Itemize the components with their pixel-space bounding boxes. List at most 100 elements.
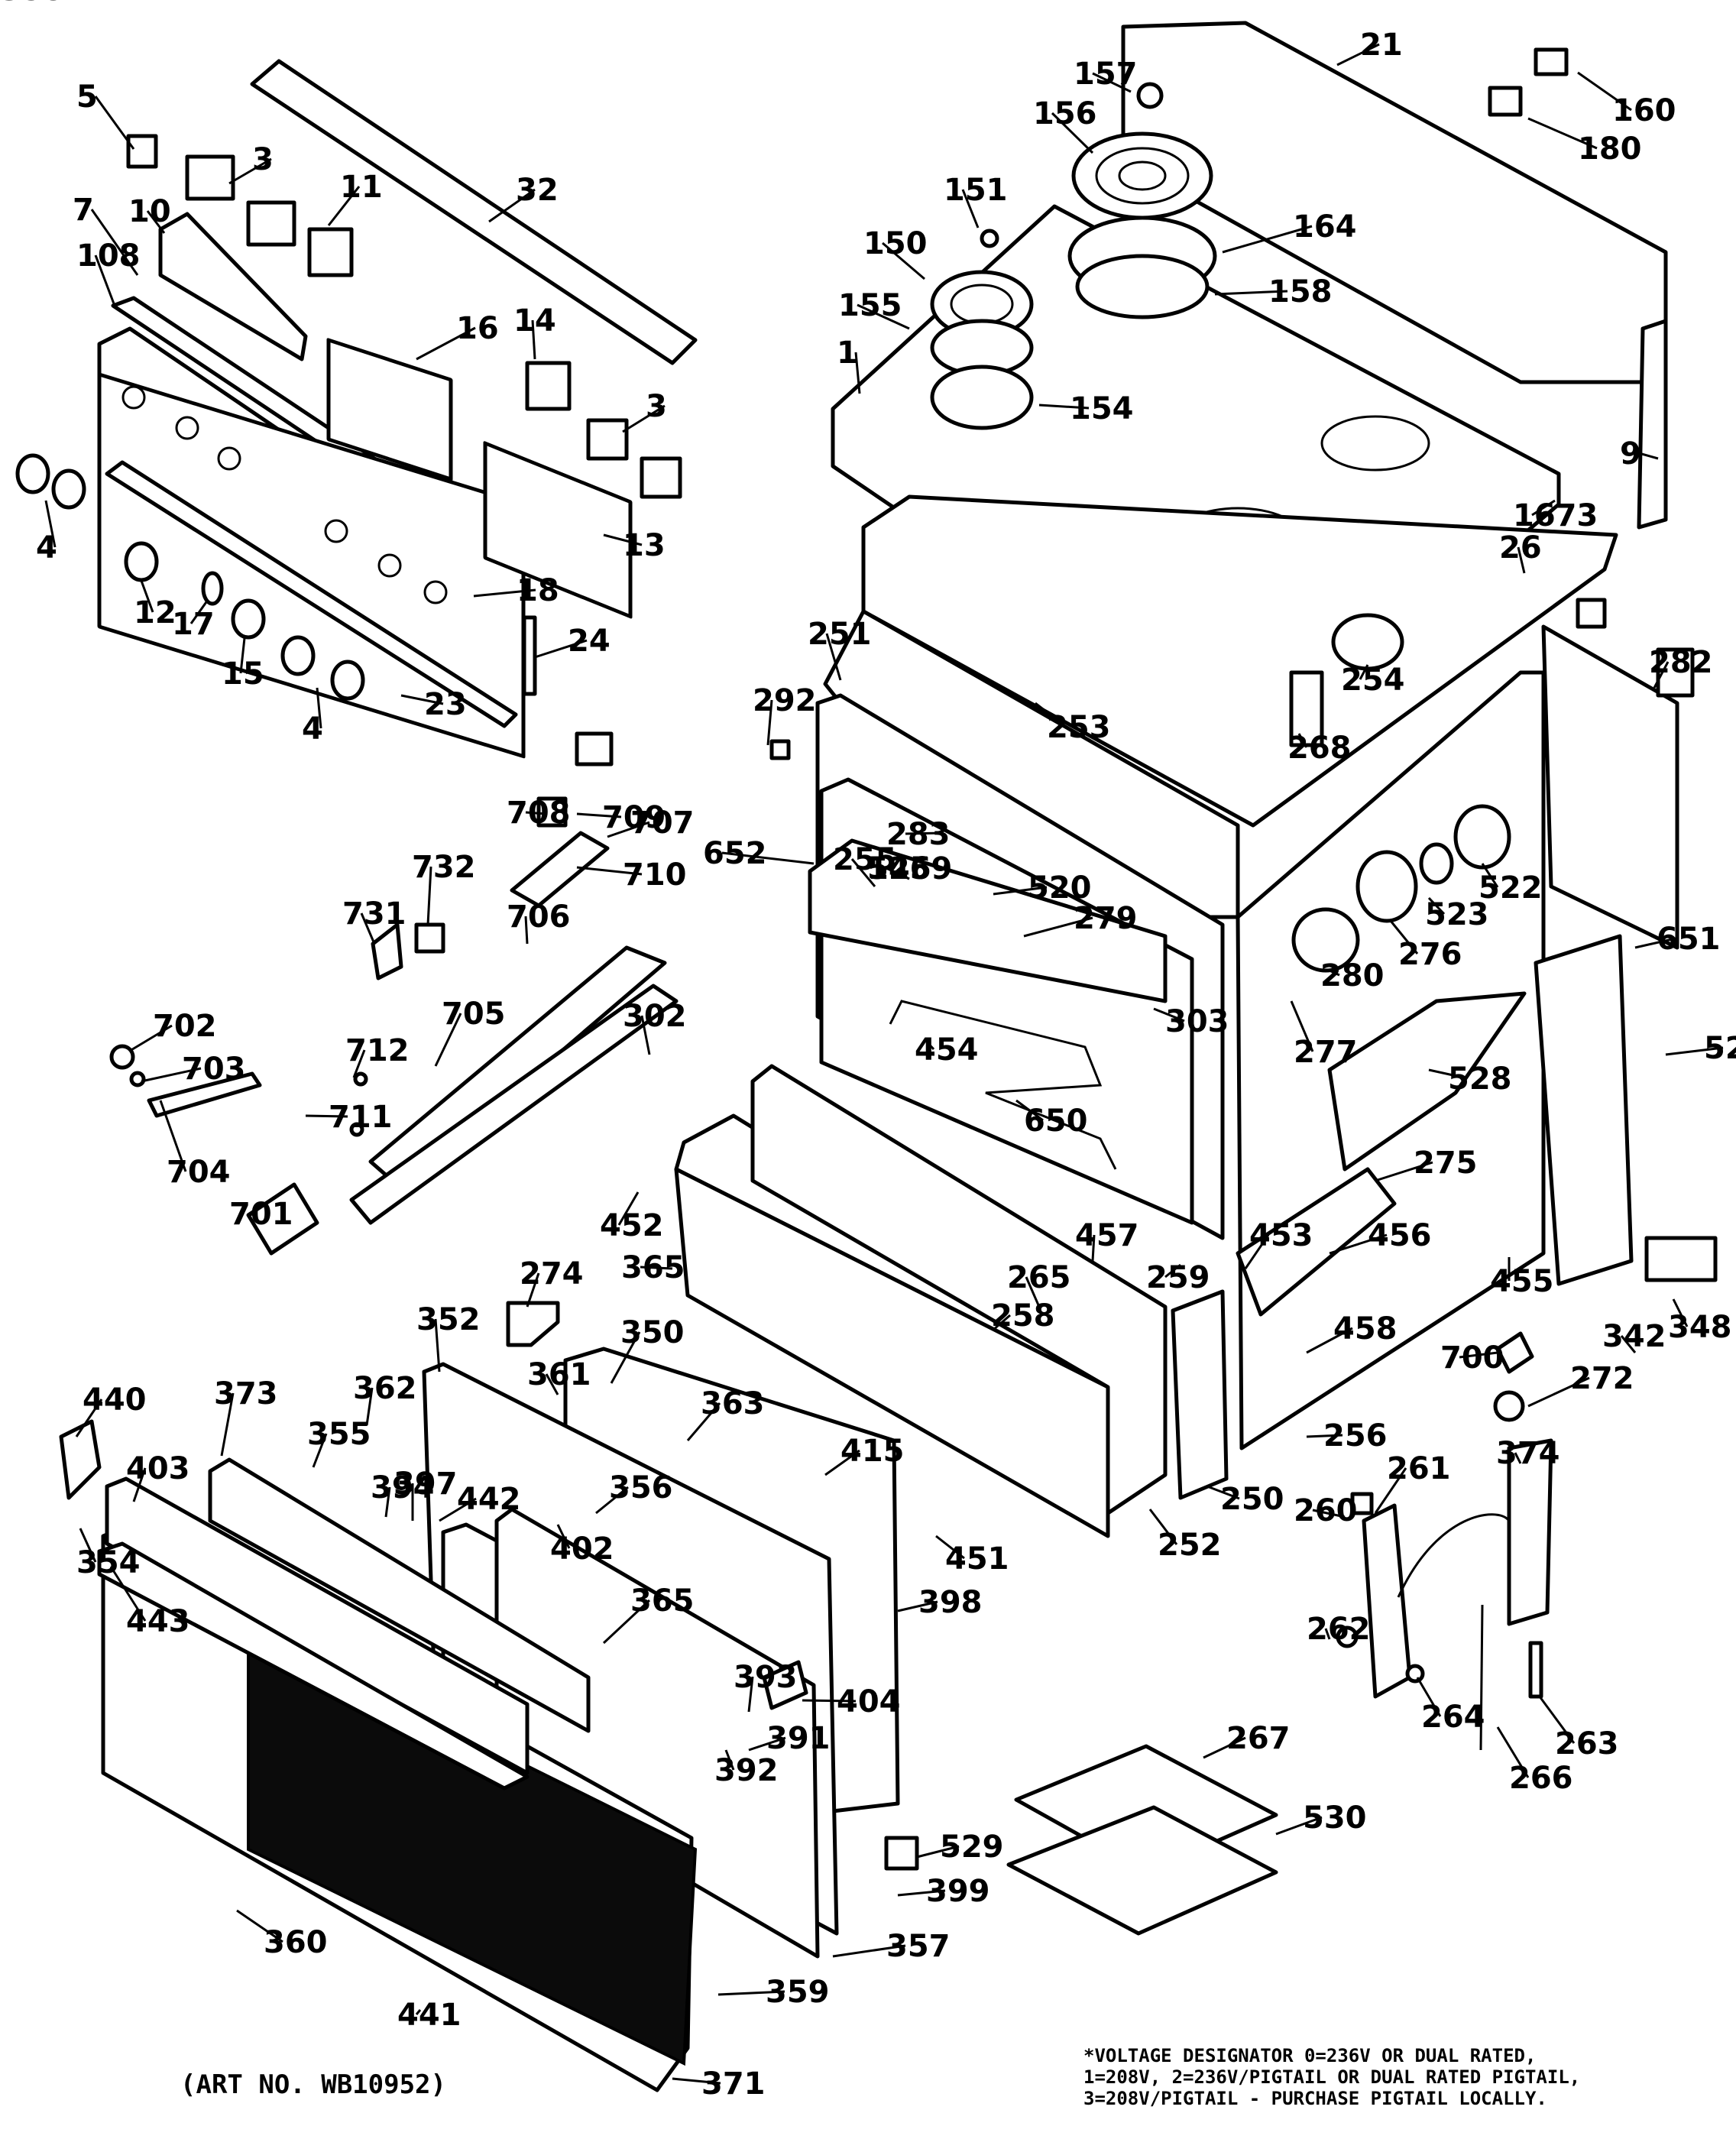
callout-leader <box>721 851 815 865</box>
callout-leader <box>717 1990 785 1996</box>
switch-3c <box>586 418 629 461</box>
callout-label: 13 <box>623 528 666 563</box>
callout-label: 354 <box>76 1545 141 1580</box>
panel-275 <box>1534 934 1634 1286</box>
callout-leader <box>1481 863 1499 888</box>
callout-leader <box>1459 1351 1498 1359</box>
control-panel-group <box>15 59 698 759</box>
callout-label: 160 <box>1612 93 1676 128</box>
callout-label: 402 <box>550 1531 614 1567</box>
callout-label: 397 <box>394 1467 458 1502</box>
switch-plate-10 <box>158 212 308 361</box>
callout-label: 17 <box>172 607 215 642</box>
callout-label: 5 <box>76 79 98 115</box>
callout-leader <box>748 1736 786 1752</box>
callout-leader <box>882 241 925 280</box>
callout-leader <box>556 1524 571 1549</box>
callout-label: 256 <box>1323 1418 1388 1454</box>
callout-leader <box>1222 225 1313 254</box>
callout-label: 404 <box>837 1684 901 1719</box>
callout-label: 521 <box>1704 1031 1736 1066</box>
callout-leader <box>640 1266 673 1270</box>
callout-label: 454 <box>915 1032 979 1068</box>
callout-leader <box>897 1889 946 1897</box>
callout-label: 108 <box>76 238 141 274</box>
callout-leader <box>1206 1485 1240 1500</box>
nut-703 <box>129 1071 146 1087</box>
callout-leader <box>1324 1628 1331 1640</box>
callout-label: 292 <box>753 683 817 718</box>
callout-leader <box>1374 1467 1407 1514</box>
burner-hole <box>1320 415 1430 472</box>
callout-label: 15 <box>222 656 264 692</box>
knob-157 <box>1136 82 1164 109</box>
callout-label: 530 <box>1303 1800 1367 1836</box>
callout-label: 365 <box>630 1583 695 1619</box>
callout-label: 252 <box>1158 1528 1222 1563</box>
callout-leader <box>1665 1046 1724 1056</box>
callout-leader <box>1527 1376 1590 1408</box>
callout-label: 373 <box>214 1376 278 1411</box>
callout-label: 3 <box>252 142 274 177</box>
callout-leader <box>1091 1234 1096 1262</box>
hinge-261 <box>1507 1438 1553 1626</box>
vent-268 <box>1289 670 1324 747</box>
callout-leader <box>802 1699 857 1703</box>
callout-leader <box>850 858 876 887</box>
callout-label: 11 <box>340 170 383 205</box>
callout-leader <box>1359 664 1369 680</box>
callout-leader <box>1038 404 1090 410</box>
callout-leader <box>488 188 536 223</box>
callout-leader <box>1164 1263 1181 1279</box>
callout-label: 443 <box>126 1604 190 1639</box>
callout-leader <box>316 687 322 729</box>
callout-label: 710 <box>623 857 687 893</box>
callout-label: 1 <box>837 335 858 371</box>
callout-label: 707 <box>630 805 695 841</box>
callout-leader <box>525 811 547 815</box>
callout-leader <box>1275 1816 1323 1836</box>
callout-leader <box>825 633 842 681</box>
screw-263 <box>1405 1664 1425 1684</box>
callout-label: 157 <box>1074 57 1138 92</box>
callout-leader <box>1297 733 1308 748</box>
callout-label: 394 <box>371 1470 435 1505</box>
switch-3d <box>640 456 682 499</box>
callout-leader <box>305 1114 348 1118</box>
top-trim-32 <box>250 59 698 365</box>
callout-label: 4 <box>302 711 323 747</box>
voltage-note-line: *VOLTAGE DESIGNATOR 0=236V OR DUAL RATED… <box>1083 2045 1537 2066</box>
switch-11 <box>307 227 354 277</box>
callout-label: 452 <box>600 1208 664 1243</box>
callout-leader <box>617 1191 640 1226</box>
callout-leader <box>1023 916 1093 938</box>
callout-leader <box>1428 1068 1468 1080</box>
hinge-arm <box>1397 1513 1511 1598</box>
callout-leader <box>672 2077 721 2085</box>
callout-leader <box>610 1331 641 1384</box>
callout-label: 4 <box>36 530 57 566</box>
callout-leader <box>576 866 643 876</box>
callout-label: 258 <box>991 1298 1055 1334</box>
callout-leader <box>905 831 944 835</box>
callout-leader <box>1306 1327 1353 1354</box>
connector-180 <box>1488 86 1523 117</box>
callout-label: 650 <box>1024 1104 1088 1139</box>
callout-leader <box>1092 72 1132 93</box>
clip-266 <box>1528 1641 1543 1699</box>
back-panel-276 <box>1541 624 1679 950</box>
callout-leader <box>1336 43 1380 66</box>
spacer-24 <box>522 615 537 696</box>
callout-label: 356 <box>609 1470 673 1505</box>
hinge-260 <box>1362 1503 1412 1699</box>
callout-leader <box>1214 290 1288 296</box>
callout-leader <box>1638 452 1659 460</box>
callout-leader <box>602 1599 651 1645</box>
oven-door-group <box>59 1301 919 2092</box>
callout-label: 365 <box>621 1250 685 1285</box>
callout-label: 303 <box>1165 1004 1229 1039</box>
callout-label: 708 <box>507 796 571 831</box>
callout-label: 9 <box>1620 436 1641 472</box>
callout-label: 441 <box>397 1998 462 2033</box>
